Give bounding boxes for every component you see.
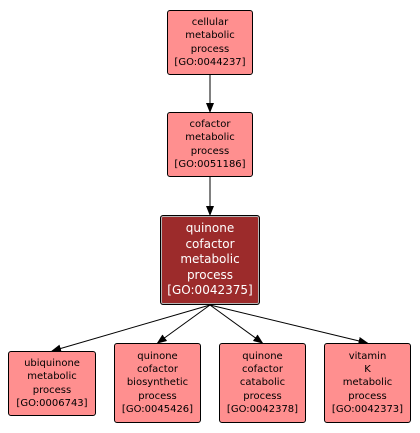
- node-label-line: metabolic: [180, 252, 240, 267]
- node-label-line: biosynthetic: [126, 377, 189, 389]
- node-label-line: process: [243, 390, 282, 402]
- node-go-id: [GO:0051186]: [174, 158, 246, 170]
- node-go-id: [GO:0042375]: [167, 283, 253, 298]
- node-label-line: process: [32, 384, 72, 396]
- node-label-line: process: [348, 390, 387, 402]
- node-go-id: [GO:0045426]: [121, 403, 194, 415]
- node-quinone-cofactor-catabolic-process[interactable]: quinone cofactor catabolic process [GO:0…: [219, 343, 306, 423]
- node-label-line: cofactor: [137, 364, 178, 376]
- node-label-line: vitamin: [348, 350, 387, 362]
- node-label-line: process: [138, 390, 177, 402]
- edge-arrow: [209, 304, 264, 344]
- node-label-line: quinone: [242, 350, 283, 362]
- node-label-line: ubiquinone: [24, 358, 80, 370]
- node-label-line: process: [190, 145, 230, 157]
- node-ubiquinone-metabolic-process[interactable]: ubiquinone metabolic process [GO:0006743…: [8, 351, 96, 416]
- node-label-line: process: [186, 267, 234, 282]
- edge-arrow: [209, 304, 369, 345]
- node-label-line: metabolic: [185, 132, 235, 144]
- node-go-id: [GO:0042378]: [226, 403, 299, 415]
- node-label-line: metabolic: [185, 30, 235, 42]
- node-label-line: K: [364, 364, 371, 376]
- node-go-id: [GO:0042373]: [331, 403, 404, 415]
- node-label-line: cellular: [191, 17, 229, 29]
- node-go-id: [GO:0044237]: [174, 56, 246, 68]
- node-label-line: metabolic: [27, 371, 77, 383]
- edge-arrow: [156, 304, 211, 344]
- node-label-line: catabolic: [239, 377, 286, 389]
- node-label-line: cofactor: [242, 364, 283, 376]
- edge-arrow: [51, 304, 211, 353]
- node-label-line: process: [190, 43, 230, 55]
- node-go-id: [GO:0006743]: [16, 397, 88, 409]
- node-cofactor-metabolic-process[interactable]: cofactor metabolic process [GO:0051186]: [167, 112, 253, 177]
- node-quinone-cofactor-metabolic-process[interactable]: quinone cofactor metabolic process [GO:0…: [160, 215, 260, 305]
- node-quinone-cofactor-biosynthetic-process[interactable]: quinone cofactor biosynthetic process [G…: [114, 343, 201, 423]
- node-cellular-metabolic-process[interactable]: cellular metabolic process [GO:0044237]: [167, 10, 253, 75]
- node-vitamin-k-metabolic-process[interactable]: vitamin K metabolic process [GO:0042373]: [324, 343, 411, 423]
- node-label-line: quinone: [137, 350, 178, 362]
- node-label-line: cofactor: [189, 119, 231, 131]
- node-label-line: cofactor: [185, 236, 235, 251]
- node-label-line: quinone: [185, 221, 235, 236]
- node-label-line: metabolic: [342, 377, 393, 389]
